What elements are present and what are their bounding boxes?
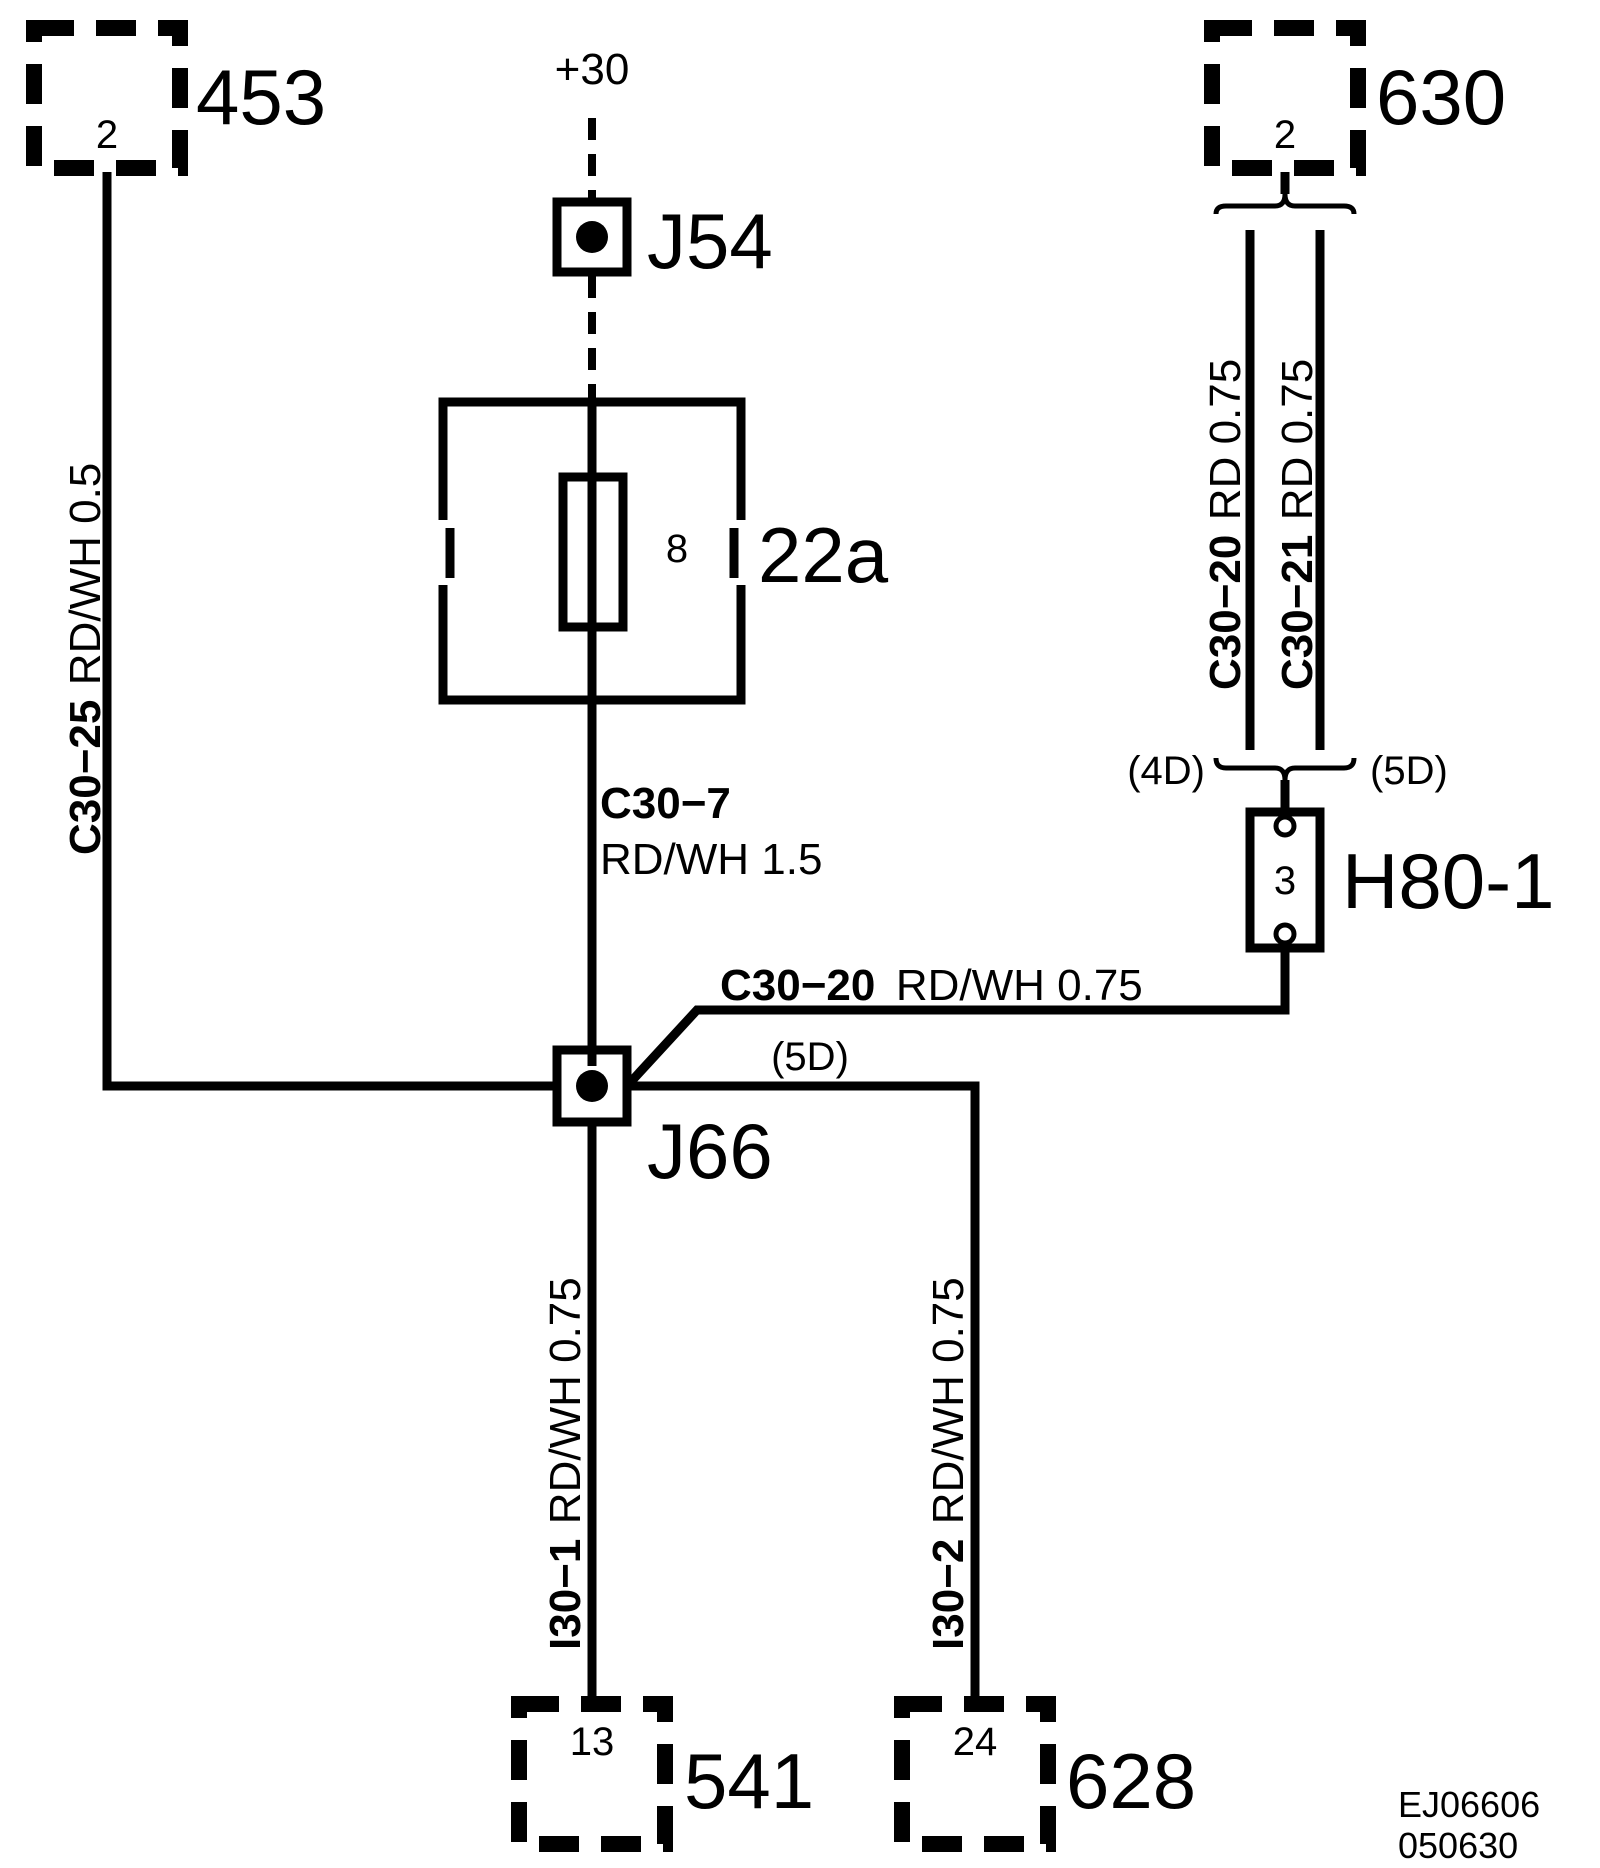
component-541[interactable]: 13 541	[511, 1696, 814, 1852]
wire-c30-25-text: C30−25 RD/WH 0.5	[61, 463, 110, 855]
wire-c30-20-vertical-code: C30−20	[1201, 535, 1250, 690]
wire-i30-1-spec: RD/WH 0.75	[541, 1277, 590, 1524]
junction-j54-label: J54	[647, 197, 773, 285]
wire-c30-20-horizontal-spec: RD/WH 0.75	[896, 961, 1143, 1010]
drawing-code-line1: EJ06606	[1398, 1784, 1540, 1825]
wire-i30-1-code: I30−1	[541, 1539, 590, 1650]
component-h80-1-pin: 3	[1274, 859, 1296, 903]
wire-i30-2-code: I30−2	[924, 1539, 973, 1650]
junction-j66-dot	[576, 1070, 608, 1102]
junction-j54[interactable]: J54	[552, 197, 773, 285]
drawing-code-line2: 050630	[1398, 1825, 1518, 1866]
wire-c30-20-horizontal	[623, 948, 1290, 1090]
wire-i30-2-text: I30−2 RD/WH 0.75	[924, 1277, 973, 1650]
fuse-box-22a[interactable]: 8 22a	[438, 397, 889, 705]
component-628-box	[894, 1696, 1056, 1852]
wire-i30-2	[627, 1081, 980, 1700]
connector-4d-note: (4D)	[1127, 749, 1205, 793]
component-628[interactable]: 24 628	[894, 1696, 1196, 1852]
wire-c30-25-spec: RD/WH 0.5	[61, 463, 110, 685]
component-630-box	[1204, 20, 1366, 176]
wire-c30-7-spec: RD/WH 1.5	[600, 835, 822, 884]
wire-i30-1-text: I30−1 RD/WH 0.75	[541, 1277, 590, 1650]
component-630-label: 630	[1376, 53, 1506, 141]
component-628-pin: 24	[953, 1720, 998, 1764]
component-541-pin: 13	[570, 1720, 615, 1764]
wire-c30-21-vertical-text: C30−21 RD 0.75	[1273, 359, 1322, 690]
component-h80-1-label: H80-1	[1342, 837, 1554, 925]
junction-5d-note: (5D)	[771, 1035, 849, 1079]
component-630[interactable]: 2 630	[1204, 20, 1506, 176]
junction-j66-label: J66	[647, 1107, 773, 1195]
component-h80-1-contact-top	[1273, 814, 1297, 838]
component-453-label: 453	[196, 53, 326, 141]
component-628-label: 628	[1066, 1737, 1196, 1825]
component-453[interactable]: 2 453	[26, 20, 326, 176]
wire-c30-20-horizontal-code: C30−20	[720, 961, 875, 1010]
component-630-pin: 2	[1274, 113, 1296, 157]
component-453-pin: 2	[96, 113, 118, 157]
wire-i30-2-spec: RD/WH 0.75	[924, 1277, 973, 1524]
component-541-box	[511, 1696, 673, 1852]
component-453-box	[26, 20, 188, 176]
wire-c30-25-code: C30−25	[61, 700, 110, 855]
fuse-number: 8	[666, 527, 688, 571]
junction-j54-dot	[576, 221, 608, 253]
wire-c30-20-vertical-spec: RD 0.75	[1201, 359, 1250, 520]
wire-c30-20-horizontal-text: C30−20 RD/WH 0.75	[720, 961, 1143, 1010]
wire-c30-21-vertical-spec: RD 0.75	[1273, 359, 1322, 520]
brace-bottom	[1213, 757, 1357, 781]
supply-label: +30	[555, 45, 630, 94]
connector-5d-note: (5D)	[1370, 749, 1448, 793]
wire-c30-25	[102, 172, 556, 1091]
wire-c30-20-vertical-text: C30−20 RD 0.75	[1201, 359, 1250, 690]
component-h80-1[interactable]: 3 H80-1	[1245, 807, 1554, 953]
wire-c30-7-code: C30−7	[600, 779, 731, 828]
component-541-label: 541	[684, 1737, 814, 1825]
component-h80-1-contact-bottom	[1273, 922, 1297, 946]
fuse-box-label: 22a	[758, 511, 889, 599]
wire-c30-21-vertical-code: C30−21	[1273, 535, 1322, 690]
brace-top	[1213, 193, 1357, 215]
junction-j54-box	[552, 197, 632, 277]
component-h80-1-box	[1245, 807, 1325, 953]
